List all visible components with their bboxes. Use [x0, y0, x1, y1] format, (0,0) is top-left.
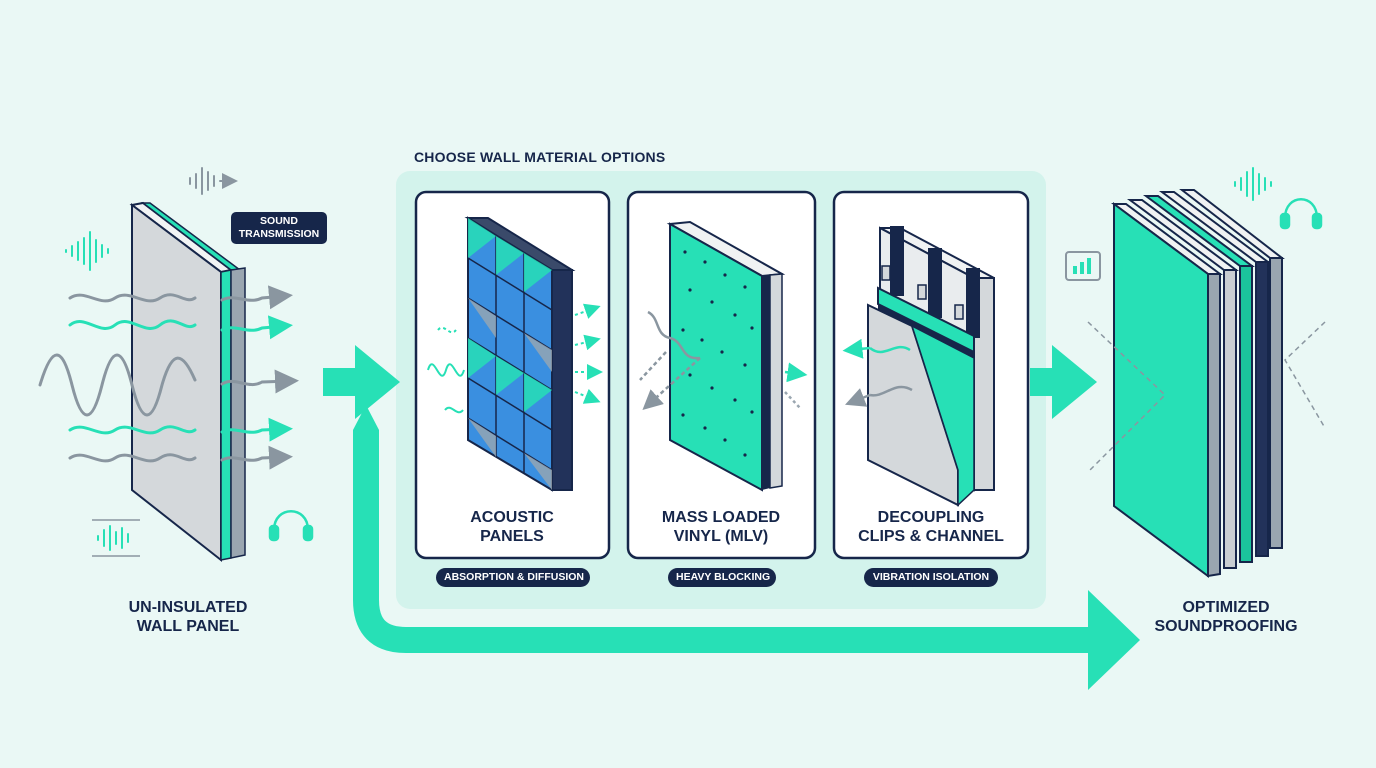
option-3-line-1: DECOUPLING [877, 509, 985, 526]
option-2-line-1: MASS LOADED [661, 509, 781, 526]
sound-wave-icon [65, 231, 109, 271]
left-panel-line-2: WALL PANEL [136, 618, 240, 635]
bar-chart-icon [1065, 251, 1101, 281]
flow-arrow-in [323, 345, 400, 419]
headphones-icon [268, 510, 314, 542]
sound-wave-icon [97, 525, 129, 551]
acoustic-panel-graphic [464, 216, 576, 492]
headphones-icon [1279, 198, 1323, 230]
option-2-title: MASS LOADED VINYL (MLV) [626, 508, 816, 546]
sound-wave-icon [1234, 167, 1272, 201]
option-1-line-2: PANELS [480, 528, 544, 545]
callout-line-2: TRANSMISSION [238, 228, 320, 240]
left-panel-line-1: UN-INSULATED [128, 599, 248, 616]
right-panel-line-2: SOUNDPROOFING [1154, 618, 1298, 635]
uninsulated-wall-graphic [129, 201, 246, 563]
diagram-title: CHOOSE WALL MATERIAL OPTIONS [414, 149, 666, 165]
sound-waves-incoming [38, 293, 197, 463]
left-panel-label: UN-INSULATED WALL PANEL [68, 598, 308, 636]
option-1-badge: ABSORPTION & DIFFUSION [436, 568, 590, 587]
right-panel-line-1: OPTIMIZED [1182, 599, 1270, 616]
option-3-title: DECOUPLING CLIPS & CHANNEL [836, 508, 1026, 546]
mlv-waves [639, 310, 808, 411]
blocked-wave-lines [1087, 321, 1326, 471]
option-1-line-1: ACOUSTIC [470, 509, 554, 526]
sound-waves-transmitted [220, 285, 299, 470]
decoupling-waves [842, 338, 913, 407]
acoustic-waves [427, 303, 603, 414]
sound-wave-icon [189, 167, 238, 195]
mlv-graphic [666, 220, 786, 492]
option-2-badge: HEAVY BLOCKING [668, 568, 776, 587]
right-panel-label: OPTIMIZED SOUNDPROOFING [1106, 598, 1346, 636]
flow-arrow-bypass [353, 405, 1140, 690]
decoupling-graphic [867, 226, 995, 507]
callout-line-1: SOUND [260, 215, 298, 227]
optimized-wall-graphic [1110, 189, 1285, 578]
option-3-line-2: CLIPS & CHANNEL [858, 528, 1004, 545]
flow-arrow-out [1030, 345, 1097, 419]
option-3-badge: VIBRATION ISOLATION [864, 568, 998, 587]
option-2-line-2: VINYL (MLV) [673, 528, 769, 545]
sound-transmission-callout: SOUND TRANSMISSION [231, 212, 327, 244]
option-1-title: ACOUSTIC PANELS [417, 508, 607, 546]
